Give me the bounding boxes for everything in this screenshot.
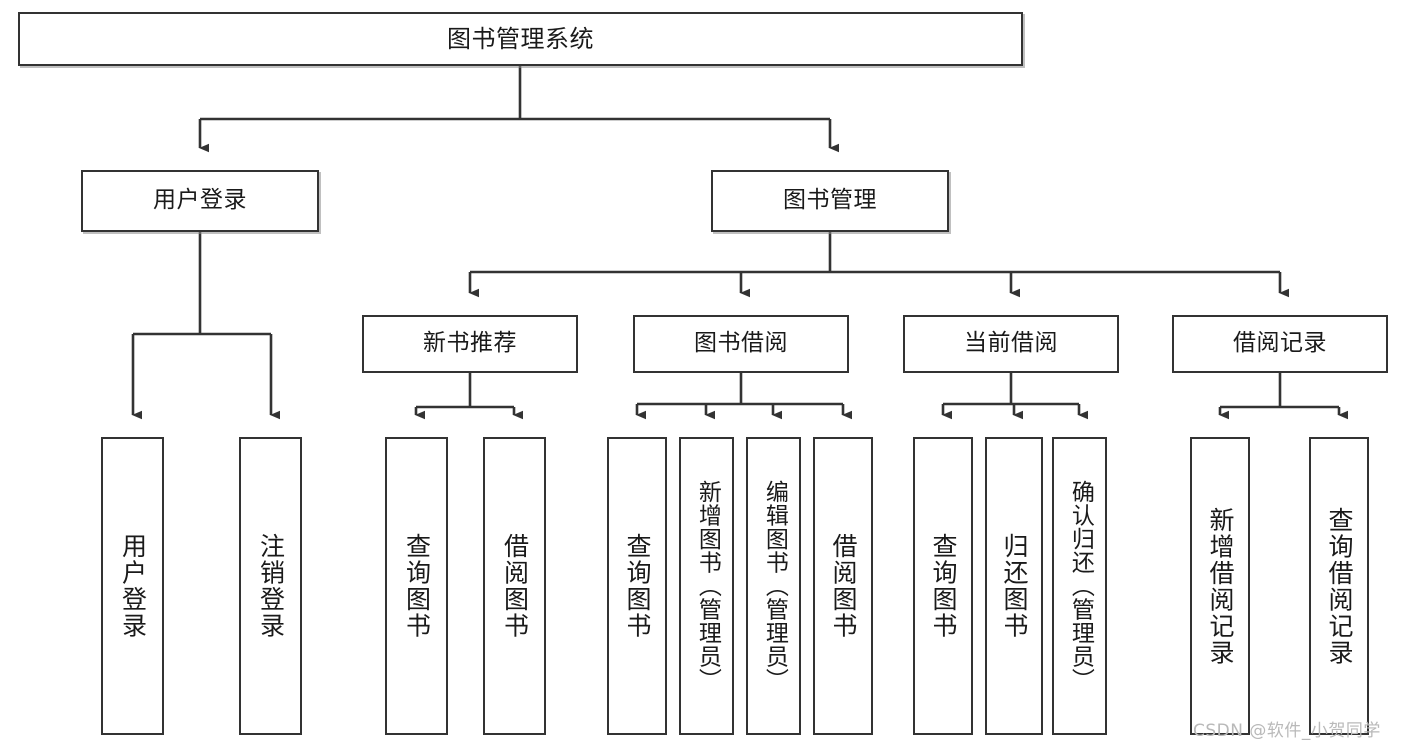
node-label: 用户登录 (153, 187, 247, 214)
node-label: 注销登录 (256, 533, 286, 639)
node-label: 图书借阅 (694, 330, 788, 357)
node-book-manage[interactable]: 图书管理 (711, 170, 949, 232)
node-label: 查询借阅记录 (1325, 506, 1354, 666)
node-label: 查询图书 (623, 533, 652, 639)
node-label: 新书推荐 (423, 330, 517, 357)
node-leaf-return-book[interactable]: 归还图书 (985, 437, 1043, 735)
node-label: 借阅记录 (1233, 330, 1327, 357)
node-label: 用户登录 (118, 533, 148, 639)
node-label: 当前借阅 (964, 330, 1058, 357)
node-leaf-add-book-admin[interactable]: 新增图书（管理员） (679, 437, 734, 735)
node-label: 新增借阅记录 (1206, 506, 1235, 666)
node-current-borrow[interactable]: 当前借阅 (903, 315, 1119, 373)
node-label: 归还图书 (1000, 533, 1029, 639)
node-label: 编辑图书（管理员） (761, 480, 788, 692)
node-label: 借阅图书 (500, 533, 530, 639)
node-leaf-borrow-book-recommend[interactable]: 借阅图书 (483, 437, 546, 735)
node-label: 确认归还（管理员） (1067, 480, 1094, 692)
node-borrow-record[interactable]: 借阅记录 (1172, 315, 1388, 373)
node-label: 查询图书 (929, 533, 958, 639)
node-leaf-query-book-borrow[interactable]: 查询图书 (607, 437, 667, 735)
node-user-login[interactable]: 用户登录 (81, 170, 319, 232)
node-label: 图书管理系统 (447, 24, 594, 53)
csdn-watermark: CSDN @软件_小贺同学 (1193, 721, 1381, 741)
node-leaf-edit-book-admin[interactable]: 编辑图书（管理员） (746, 437, 801, 735)
node-leaf-user-logout[interactable]: 注销登录 (239, 437, 302, 735)
node-label: 查询图书 (402, 533, 432, 639)
node-root-system[interactable]: 图书管理系统 (18, 12, 1023, 66)
node-leaf-borrow-book[interactable]: 借阅图书 (813, 437, 873, 735)
node-leaf-query-book-current[interactable]: 查询图书 (913, 437, 973, 735)
node-new-book-recommend[interactable]: 新书推荐 (362, 315, 578, 373)
node-label: 新增图书（管理员） (694, 480, 721, 692)
node-leaf-query-borrow-record[interactable]: 查询借阅记录 (1309, 437, 1369, 735)
node-leaf-confirm-return-admin[interactable]: 确认归还（管理员） (1052, 437, 1107, 735)
node-label: 借阅图书 (829, 533, 858, 639)
node-label: 图书管理 (783, 187, 877, 214)
node-book-borrow[interactable]: 图书借阅 (633, 315, 849, 373)
node-leaf-query-book-recommend[interactable]: 查询图书 (385, 437, 448, 735)
node-leaf-add-borrow-record[interactable]: 新增借阅记录 (1190, 437, 1250, 735)
node-leaf-user-login[interactable]: 用户登录 (101, 437, 164, 735)
